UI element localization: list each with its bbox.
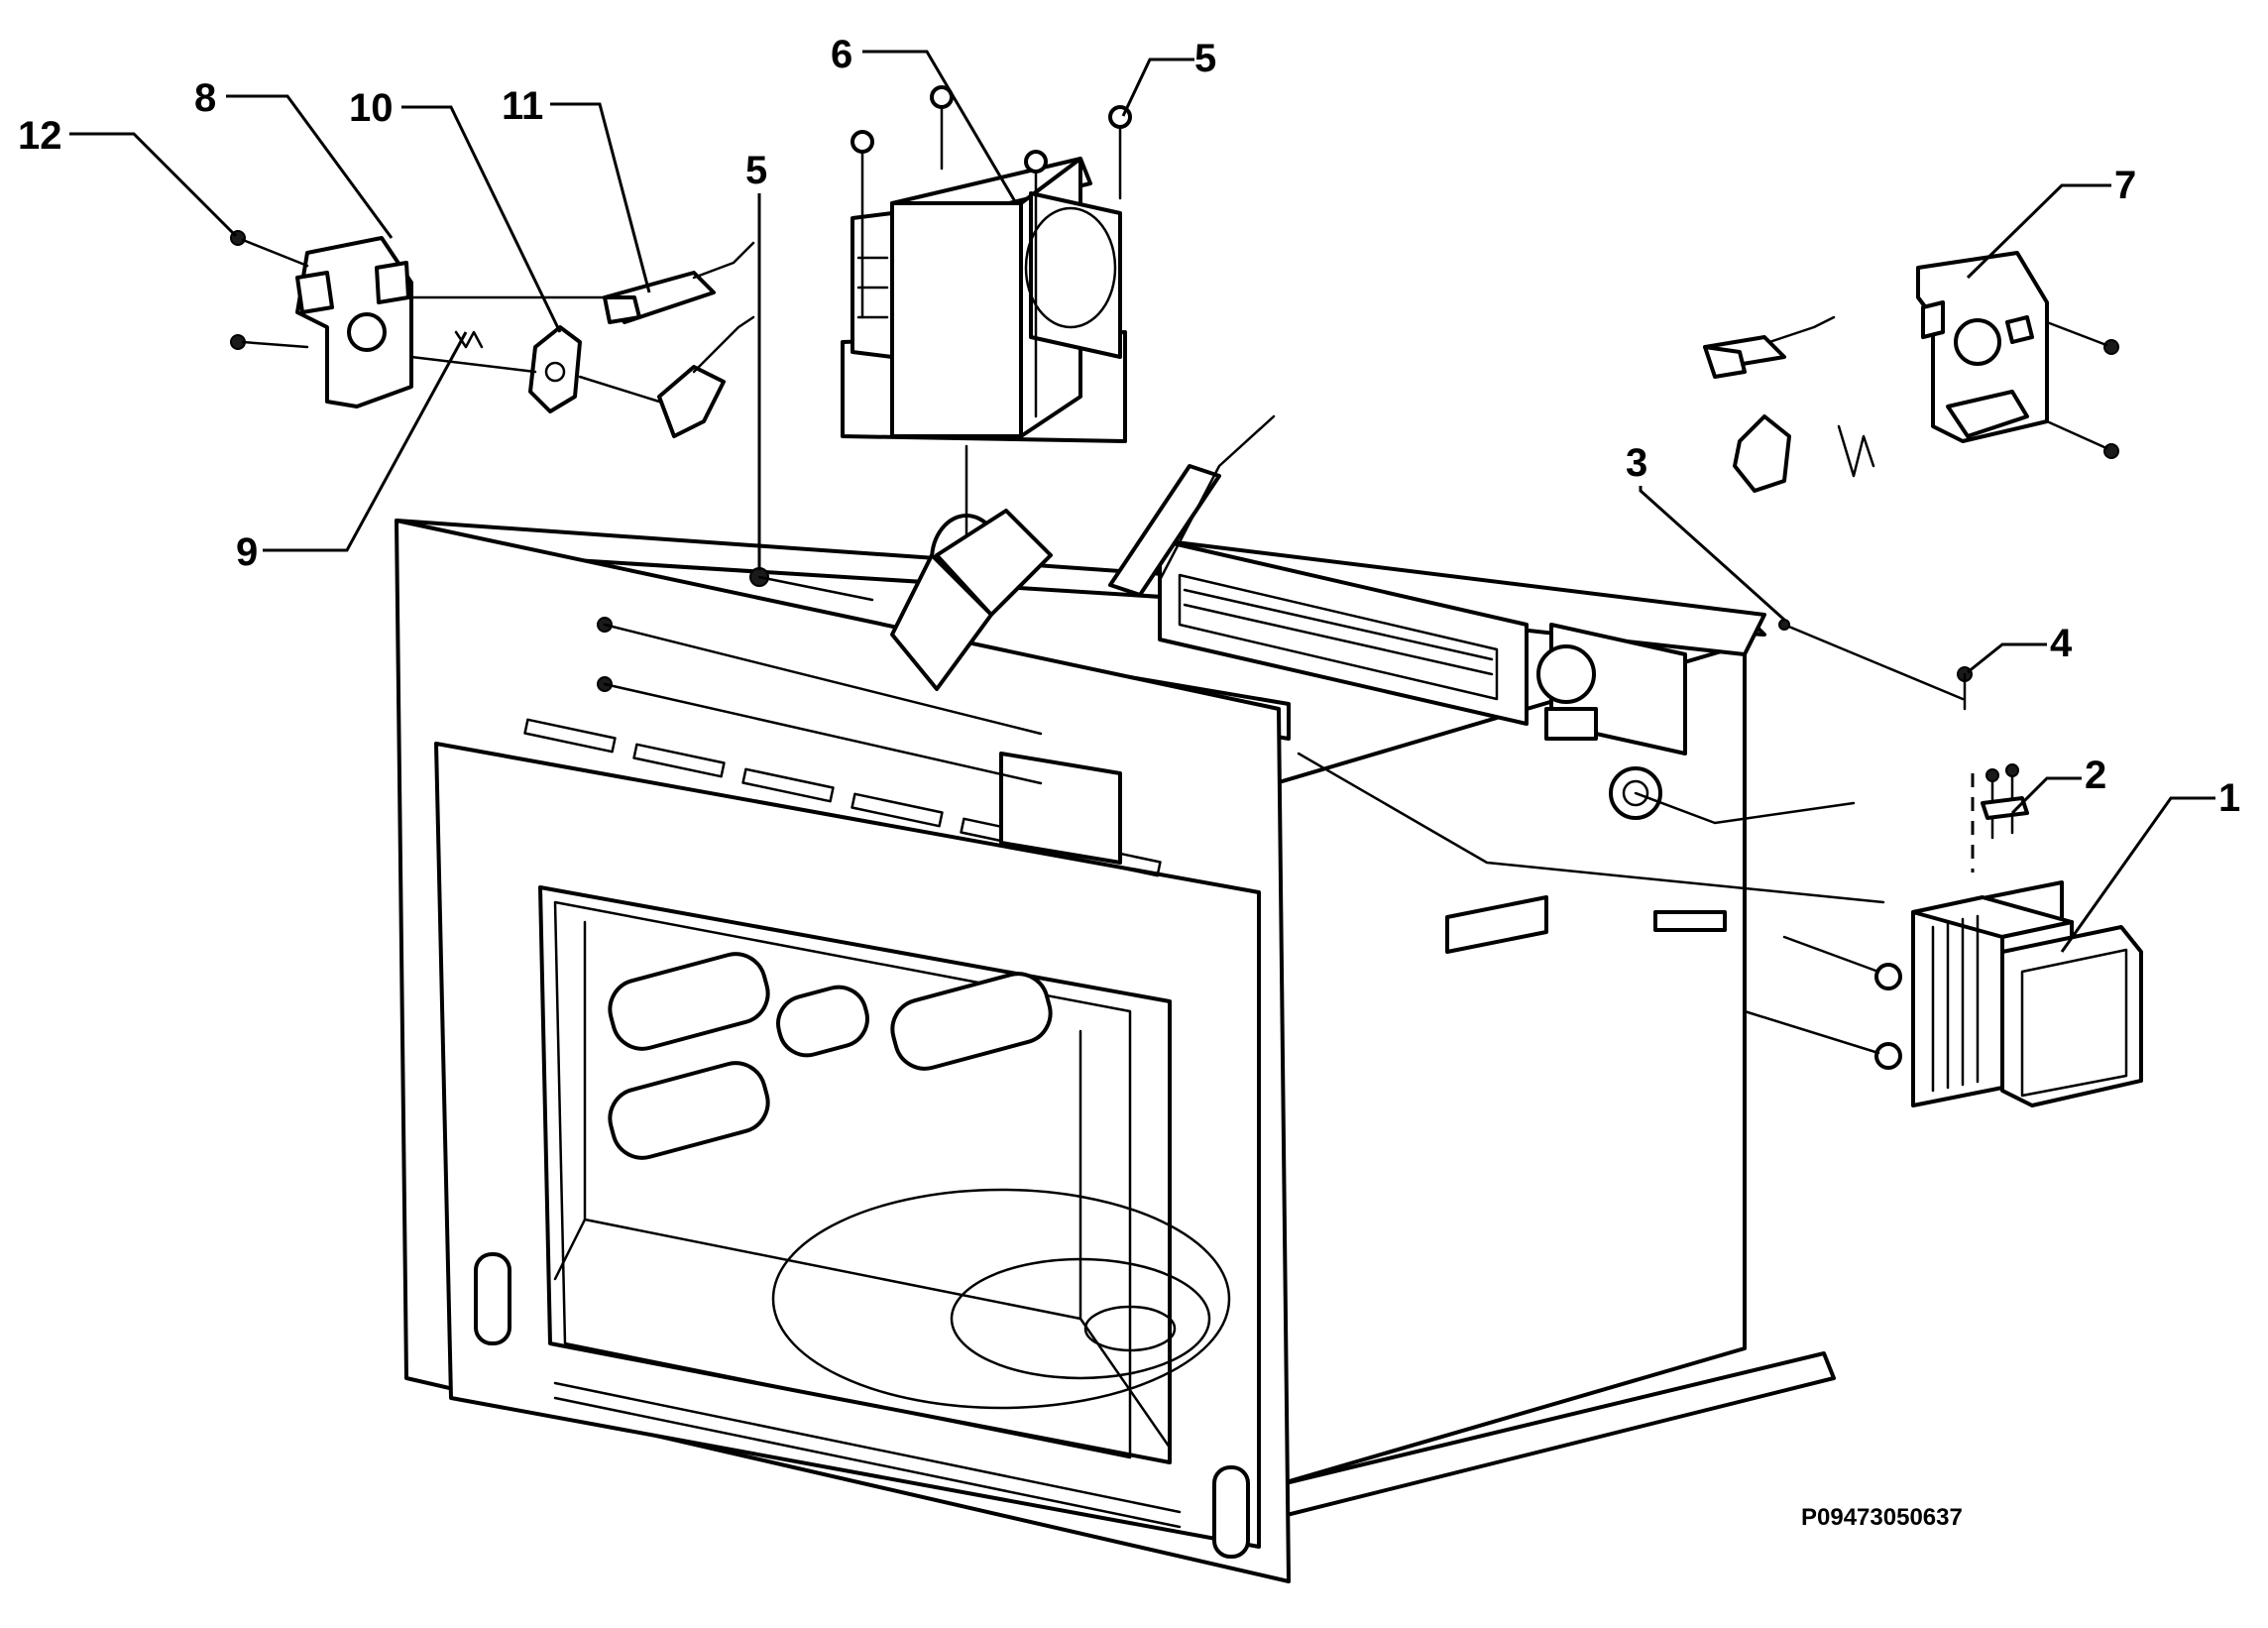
callout-8: 8 <box>194 76 216 120</box>
transformer-part-6 <box>841 85 1132 537</box>
magnetron-part-1 <box>1743 880 2143 1107</box>
callout-labels: 12 8 10 11 9 6 5 5 7 3 4 2 1 <box>18 33 2240 820</box>
callout-leaders <box>69 50 2215 953</box>
callout-5-left: 5 <box>745 149 767 192</box>
callout-10: 10 <box>349 86 394 130</box>
callout-9: 9 <box>236 530 258 574</box>
door-switch-assembly-parts-8-12 <box>230 230 755 438</box>
door-switch-assembly-part-7 <box>1703 251 2119 493</box>
callout-2: 2 <box>2085 754 2106 797</box>
callout-5-top: 5 <box>1194 37 1216 80</box>
callout-4: 4 <box>2050 622 2073 665</box>
oven-cavity-assembly <box>395 519 1885 1583</box>
callout-1: 1 <box>2218 776 2240 820</box>
callout-12: 12 <box>18 114 62 158</box>
callout-7: 7 <box>2114 164 2136 207</box>
callout-3: 3 <box>1626 441 1647 485</box>
callout-11: 11 <box>502 84 543 128</box>
callout-6: 6 <box>831 33 852 76</box>
wire-rod-part-3 <box>1778 619 1965 701</box>
drawing-number: P09473050637 <box>1801 1504 1963 1531</box>
screw-part-4 <box>1957 666 1973 711</box>
screw-clip-part-2 <box>1971 763 2029 872</box>
fan-motor-assembly <box>890 414 1687 756</box>
screw-part-5-left <box>597 567 1043 785</box>
